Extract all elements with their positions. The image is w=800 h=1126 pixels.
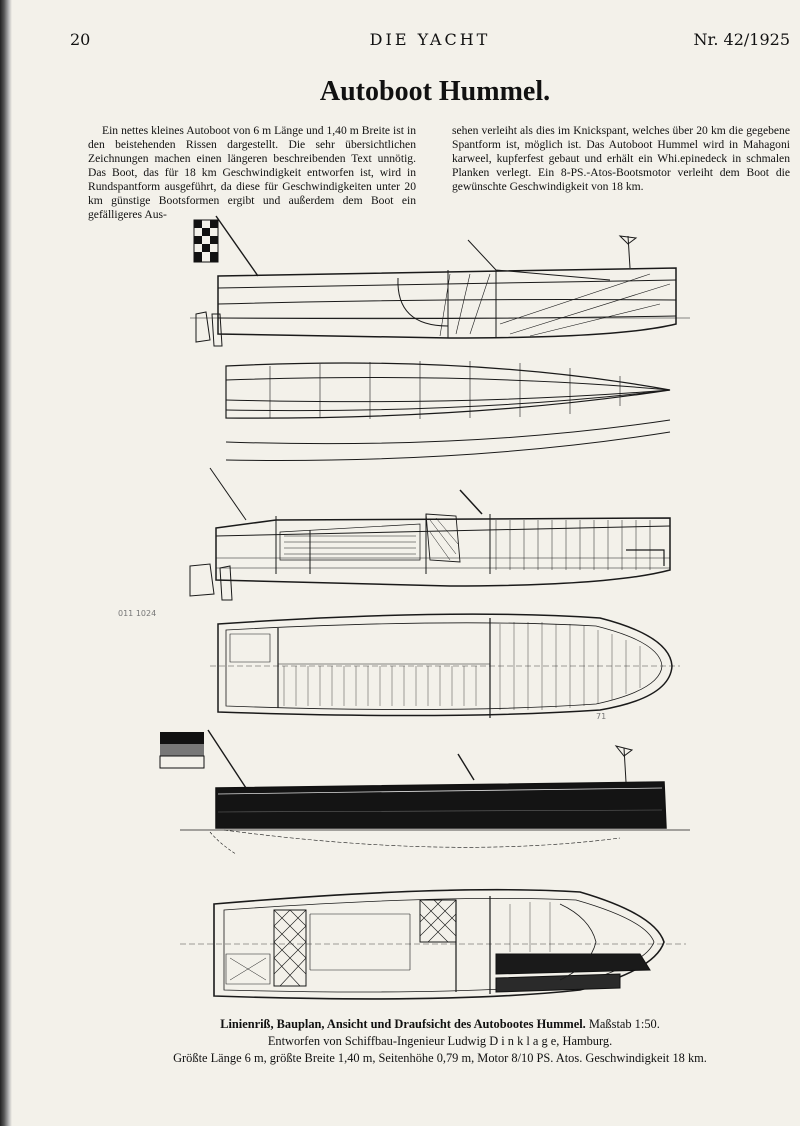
- caption-specifications: Größte Länge 6 m, größte Breite 1,40 m, …: [173, 1051, 707, 1065]
- margin-mark: 011 1024: [118, 609, 157, 618]
- article-text-left-column: Ein nettes kleines Autoboot von 6 m Läng…: [88, 124, 416, 221]
- article-text-right-column: sehen verleiht als dies im Knickspant, w…: [452, 124, 790, 193]
- article-title: Autoboot Hummel.: [319, 76, 551, 107]
- drawing-mark: 71: [596, 712, 607, 721]
- caption-line-1: Linienriß, Bauplan, Ansicht und Draufsic…: [90, 1016, 790, 1033]
- flag-icon: [193, 215, 259, 277]
- running-header: 20 DIE YACHT Nr. 42/1925: [70, 30, 790, 52]
- construction-plan-view: [210, 613, 680, 718]
- book-binding-shadow: [0, 0, 12, 1126]
- lines-plan-profile: [190, 215, 690, 347]
- boat-drawings: [159, 215, 690, 1000]
- exterior-view: [159, 729, 690, 855]
- caption-scale: Maßstab 1:50.: [588, 1017, 660, 1031]
- ensign-flag-icon: [159, 729, 247, 789]
- deck-plan-top-view: [180, 888, 686, 1000]
- figure-caption: Linienriß, Bauplan, Ansicht und Draufsic…: [90, 1016, 790, 1067]
- pennant-icon: [614, 745, 634, 757]
- caption-title: Linienriß, Bauplan, Ansicht und Draufsic…: [220, 1017, 586, 1031]
- caption-designer: Entworfen von Schiffbau-Ingenieur Ludwig…: [267, 1034, 613, 1048]
- construction-profile: [189, 467, 671, 601]
- issue-number: Nr. 42/1925: [693, 30, 790, 49]
- page-number: 20: [70, 30, 91, 49]
- half-breadth-plan: [225, 361, 671, 461]
- pennant-icon: [618, 235, 638, 245]
- journal-title: DIE YACHT: [369, 30, 491, 49]
